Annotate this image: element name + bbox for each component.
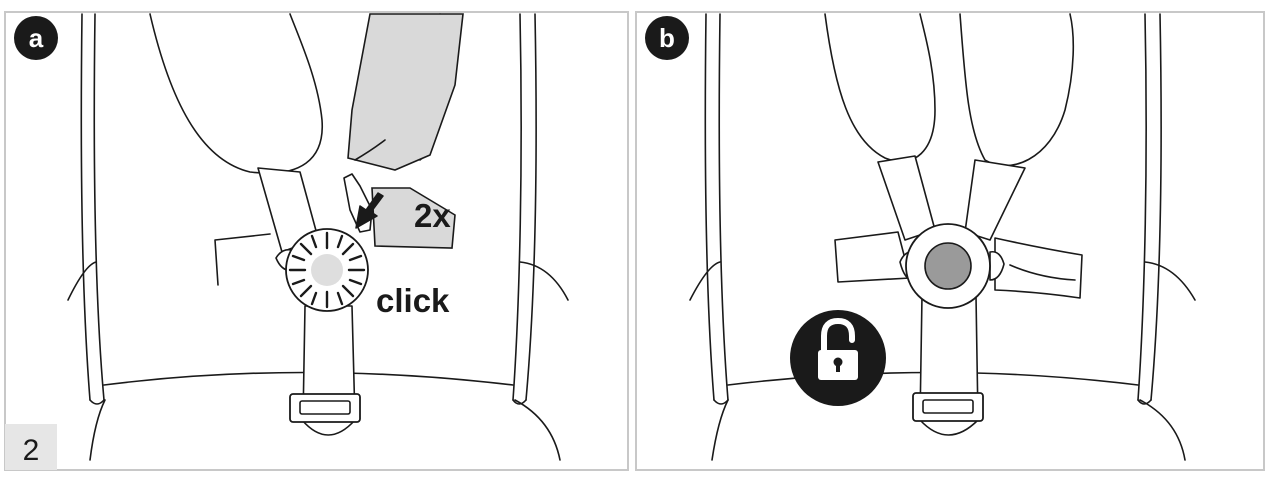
step-number: 2 <box>23 434 40 467</box>
click-indicator-lines <box>288 231 366 309</box>
panel-b: b <box>635 11 1265 471</box>
panel-a-badge-letter: a <box>29 23 44 53</box>
padlock-unlocked-icon <box>790 310 886 406</box>
step-number-box: 2 <box>5 424 57 470</box>
panel-a-badge: a <box>14 16 58 60</box>
panel-a-buckle <box>275 228 369 312</box>
count-label: 2x <box>414 197 451 234</box>
panel-a: 2x click a 2 <box>4 11 629 471</box>
panel-b-straps <box>834 155 1083 436</box>
click-label: click <box>376 282 450 319</box>
panel-b-badge: b <box>645 16 689 60</box>
panel-b-release-button <box>924 242 972 290</box>
panel-a-release-button <box>311 254 343 286</box>
insert-arrow-icon <box>355 192 384 229</box>
panel-b-buckle <box>899 223 1005 309</box>
panel-b-badge-letter: b <box>659 23 675 53</box>
